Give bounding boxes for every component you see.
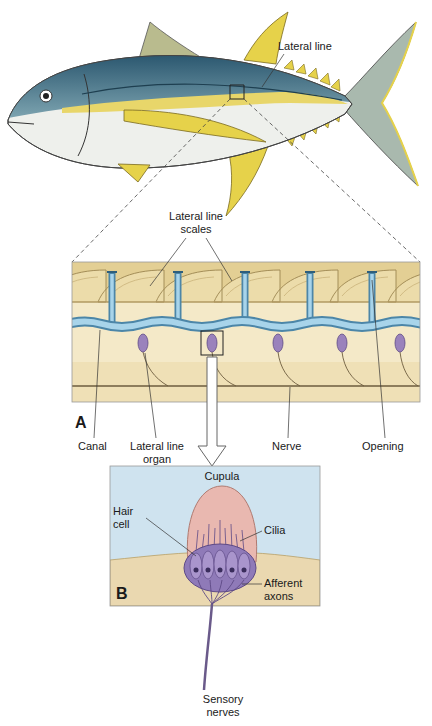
part-label: Lateral line scales xyxy=(162,210,230,236)
part-label: Sensory nerves xyxy=(190,693,256,719)
leader-line xyxy=(94,54,385,438)
lateral-line-organ xyxy=(138,334,148,352)
part-label: Cilia xyxy=(264,524,304,537)
zoom-line xyxy=(72,99,420,262)
hair-cell xyxy=(214,550,226,578)
panel-letter: B xyxy=(116,585,136,603)
nucleus xyxy=(194,568,247,573)
tail-fin-edge xyxy=(382,22,418,186)
canal-inner xyxy=(72,321,420,327)
panel-letter: A xyxy=(75,414,95,432)
panel-b xyxy=(110,466,320,606)
opening xyxy=(107,271,377,273)
pectoral-fin xyxy=(124,110,266,142)
nerve xyxy=(72,385,420,386)
lateral-line-organ xyxy=(207,334,217,352)
fish-body xyxy=(8,56,352,169)
deep-tissue xyxy=(72,362,420,402)
lateral-line-organ xyxy=(395,334,405,352)
part-label: Nerve xyxy=(272,440,316,453)
zoom-arrow xyxy=(198,357,226,466)
eye xyxy=(40,90,52,102)
canal xyxy=(72,321,420,327)
panel-a xyxy=(72,262,420,402)
afferent-axon xyxy=(198,580,244,604)
zoom-box xyxy=(230,85,244,99)
tail-fin xyxy=(343,22,418,186)
hair-cell xyxy=(190,550,250,579)
fish-back xyxy=(8,56,350,121)
panel-border xyxy=(110,466,320,606)
nucleus xyxy=(230,568,235,573)
nucleus xyxy=(206,568,211,573)
hair-cell xyxy=(202,551,214,579)
hair-cell-cluster xyxy=(184,544,256,592)
yellow-stripe xyxy=(62,92,348,113)
gill-cover xyxy=(78,74,89,156)
mouth xyxy=(8,122,34,124)
part-label: Opening xyxy=(362,440,418,453)
part-label: Canal xyxy=(78,440,118,453)
part-label: Afferent axons xyxy=(264,577,316,603)
sensory-nerve xyxy=(204,604,212,690)
nucleus xyxy=(194,568,199,573)
tuna-fish xyxy=(8,12,418,216)
pelvic-fin xyxy=(118,164,150,182)
leader-line xyxy=(146,518,262,584)
second-dorsal-fin xyxy=(244,12,288,64)
lateral-line-organ xyxy=(337,334,347,352)
hair-cell xyxy=(238,553,250,579)
zoom-box xyxy=(201,331,223,355)
nucleus xyxy=(242,568,247,573)
part-label: Hair cell xyxy=(113,505,145,531)
pupil xyxy=(43,93,49,99)
lateral-line-organ xyxy=(273,334,283,352)
water xyxy=(110,466,320,606)
panel-border xyxy=(72,262,420,402)
lateral-line xyxy=(82,84,342,100)
fish-outline xyxy=(8,56,352,169)
part-label: Cupula xyxy=(196,470,248,483)
nerve-branch xyxy=(143,352,418,386)
hair-cell xyxy=(226,551,238,579)
part-label: Lateral line organ xyxy=(124,440,190,466)
part-label: Lateral line xyxy=(278,40,358,53)
hair-cell xyxy=(190,553,202,579)
lateral-line-organ xyxy=(138,334,405,352)
nucleus xyxy=(218,568,223,573)
